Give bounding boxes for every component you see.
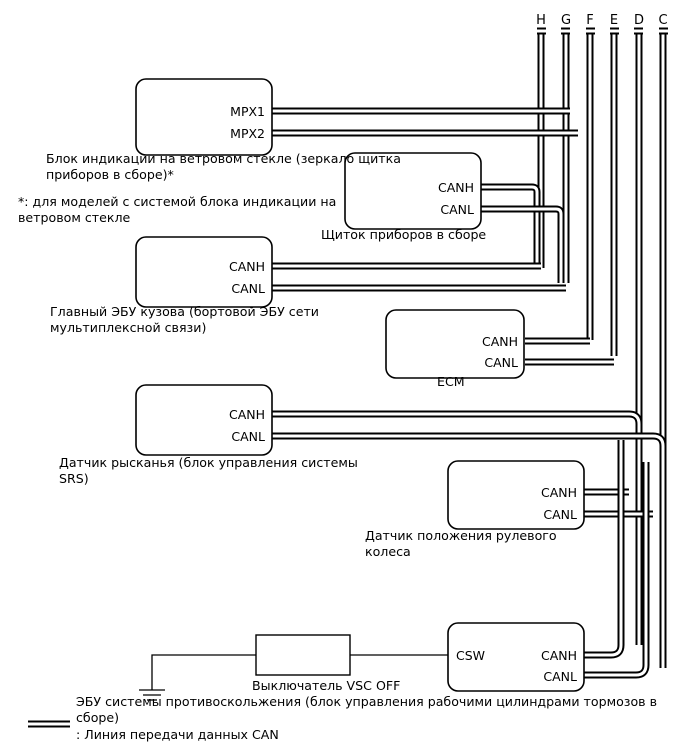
port-label-yaw-canl: CANL (231, 429, 265, 444)
bus-label-H: H (536, 13, 546, 28)
wire-switch-to-ground (151, 654, 256, 690)
bus-run-yaw-canl (271, 432, 667, 668)
block-ecm[interactable] (385, 309, 525, 379)
note-asterisk: *: для моделей с системой блока индикаци… (18, 194, 341, 225)
port-label-ecm-canl: CANL (484, 355, 518, 370)
port-label-steering-canh: CANH (541, 485, 577, 500)
bus-run-yaw-canh (271, 410, 643, 645)
port-label-skid-canl: CANL (543, 669, 577, 684)
bus-label-F: F (586, 13, 593, 28)
legend-text: : Линия передачи данных CAN (76, 727, 279, 742)
block-vsc-off-switch[interactable] (255, 634, 351, 676)
bus-run-skid-canh (583, 440, 625, 659)
bus-label-E: E (610, 13, 618, 28)
block-windshield-display[interactable] (135, 78, 273, 156)
port-label-meter-canl: CANL (440, 202, 474, 217)
caption-combination-meter: Щиток приборов в сборе (321, 227, 487, 242)
bus-label-D: D (634, 13, 644, 28)
port-label-ecm-canh: CANH (482, 334, 518, 349)
block-steering-angle-sensor[interactable] (447, 460, 585, 530)
port-label-skid-csw: CSW (456, 648, 485, 663)
port-label-mpx1: MPX1 (230, 104, 265, 119)
bus-trunk-F (586, 27, 595, 340)
bus-run-skid-canl (583, 462, 650, 679)
port-label-steering-canl: CANL (543, 507, 577, 522)
block-skid-control-ecu[interactable] (447, 622, 585, 692)
caption-steering-angle-sensor: Датчик положения рулевого колеса (365, 528, 561, 559)
ground-icon (139, 689, 165, 701)
caption-main-body-ecu: Главный ЭБУ кузова (бортовой ЭБУ сети му… (50, 304, 324, 335)
port-label-bodyecu-canh: CANH (229, 259, 265, 274)
port-label-mpx2: MPX2 (230, 126, 265, 141)
bus-run-meter-canl (481, 205, 565, 283)
bus-trunk-E (610, 27, 619, 356)
bus-label-C: C (658, 13, 667, 28)
caption-vsc-off-switch: Выключатель VSC OFF (252, 678, 401, 693)
block-yaw-rate-sensor[interactable] (135, 384, 273, 456)
port-label-skid-canh: CANH (541, 648, 577, 663)
bus-trunk-G (561, 27, 570, 283)
caption-ecm: ECM (437, 374, 465, 389)
caption-yaw-rate-sensor: Датчик рысканья (блок управления системы… (59, 455, 362, 486)
port-label-yaw-canh: CANH (229, 407, 265, 422)
block-combination-meter[interactable] (344, 152, 482, 230)
caption-skid-control-ecu: ЭБУ системы противоскольжения (блок упра… (76, 694, 662, 725)
block-main-body-ecu[interactable] (135, 236, 273, 308)
bus-label-G: G (561, 13, 571, 28)
port-label-meter-canh: CANH (438, 180, 474, 195)
bus-trunk-H (537, 27, 546, 268)
bus-run-meter-canh (481, 183, 541, 268)
port-label-bodyecu-canl: CANL (231, 281, 265, 296)
caption-windshield-display: Блок индикации на ветровом стекле (зерка… (46, 151, 405, 182)
